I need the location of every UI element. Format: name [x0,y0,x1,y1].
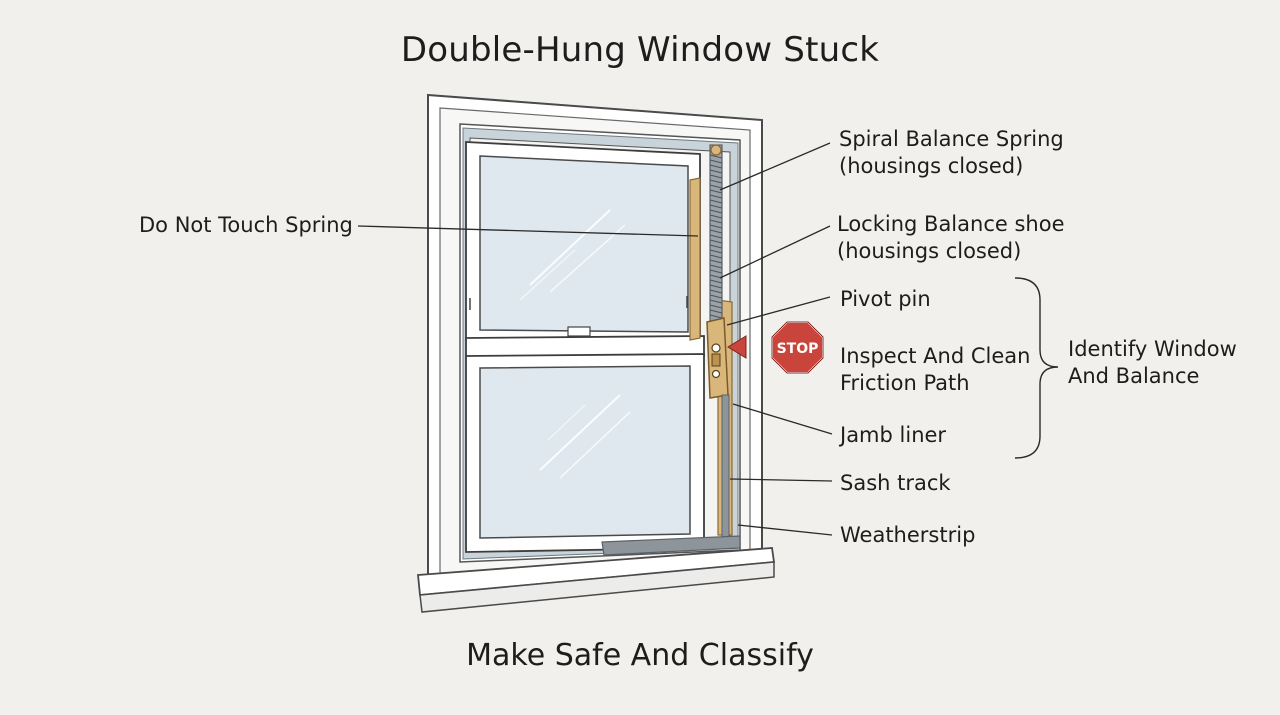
spring-coil [709,224,723,229]
label-pivot-pin: Pivot pin [840,287,931,311]
group-bracket [1014,277,1059,459]
spring-coil [709,289,723,294]
spring-coil [709,204,723,209]
spring-coil [709,264,723,269]
spring-coil [709,304,723,309]
sash-track [721,394,730,544]
label-locking-line2: (housings closed) [837,239,1022,263]
spring-coil [709,234,723,239]
lower-sash [465,353,705,553]
warning-arrow-icon [727,335,747,359]
spring-coil [709,159,723,164]
spring-coil [709,209,723,214]
label-locking-balance-shoe: Locking Balance shoe (housings closed) [837,211,1064,265]
spring-coil [709,189,723,194]
spring-coil [709,314,723,319]
label-group-line2: And Balance [1068,364,1200,388]
label-jamb-liner: Jamb liner [840,423,947,447]
spring-coil [709,294,723,299]
label-sash-track: Sash track [840,471,951,495]
spring-coil [709,249,723,254]
spring-coil [709,309,723,314]
spring-coil [709,214,723,219]
spring-coil [709,229,723,234]
spring-coil [709,154,723,159]
spring-coil [709,199,723,204]
spring-coil [709,169,723,174]
label-spiral-line1: Spiral Balance Spring [839,127,1064,151]
spring-coil [709,239,723,244]
label-inspect-friction-path: Inspect And Clean Friction Path [840,343,1030,397]
label-locking-line1: Locking Balance shoe [837,212,1065,236]
spring-coil [709,179,723,184]
label-inspect-line2: Friction Path [840,371,970,395]
label-weatherstrip: Weatherstrip [840,523,976,547]
label-spiral-balance-spring: Spiral Balance Spring (housings closed) [839,126,1064,180]
leader-lines [357,142,833,536]
label-spiral-line2: (housings closed) [839,154,1024,178]
stop-sign-icon: STOP [771,321,824,374]
diagram-title: Double-Hung Window Stuck [400,30,880,70]
spring-coil [709,284,723,289]
label-do-not-touch-spring: Do Not Touch Spring [139,213,353,237]
spiral-balance-spring [709,144,723,326]
stop-sign-text: STOP [777,341,819,357]
spring-coil [709,219,723,224]
label-identify-window-balance: Identify Window And Balance [1068,336,1237,390]
spring-coil [709,254,723,259]
spring-coil [709,279,723,284]
spring-coil [709,269,723,274]
locking-balance-shoe [706,317,729,399]
footer-title: Make Safe And Classify [466,638,814,673]
spring-coil [709,299,723,304]
spring-coil [709,259,723,264]
label-group-line1: Identify Window [1068,337,1237,361]
spring-coil [709,184,723,189]
upper-sash [465,141,701,343]
label-inspect-line1: Inspect And Clean [840,344,1031,368]
spring-coil [709,164,723,169]
spring-coil [709,174,723,179]
weatherstrip-bar [601,535,741,556]
spring-coil [709,194,723,199]
spring-coil [709,244,723,249]
window-sill [417,547,776,613]
